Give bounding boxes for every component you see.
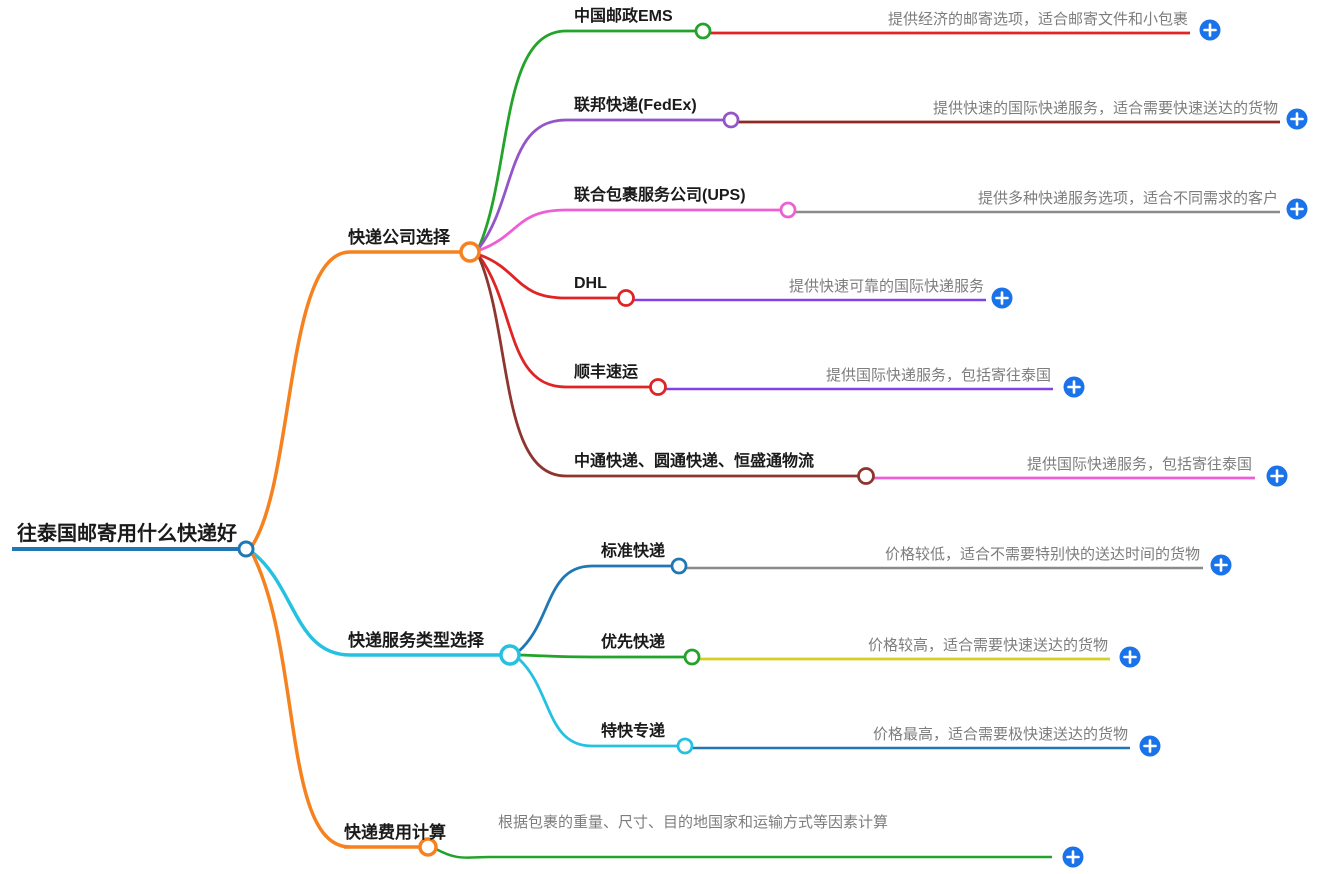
node-desc-standard: 价格较低，适合不需要特别快的送达时间的货物	[884, 546, 1200, 563]
plus-icon[interactable]	[1210, 554, 1232, 576]
connector-b1-c2	[477, 118, 567, 249]
branch2-node-circle[interactable]	[499, 644, 521, 666]
node-desc-sf: 提供国际快递服务，包括寄往泰国	[825, 367, 1051, 384]
s2-node-circle[interactable]	[683, 648, 701, 666]
node-desc-express: 价格最高，适合需要极快速送达的货物	[872, 726, 1128, 743]
node-desc-dhl: 提供快速可靠的国际快递服务	[788, 278, 984, 295]
connector-b2-s2	[518, 653, 593, 659]
b3-desc-underline	[435, 847, 1052, 859]
branch-label-service-type[interactable]: 快递服务类型选择	[348, 631, 484, 650]
node-label-ups[interactable]: 联合包裹服务公司(UPS)	[574, 187, 746, 204]
connector-root-branch1	[250, 250, 351, 547]
connector-b1-c5	[477, 255, 567, 389]
plus-icon[interactable]	[991, 287, 1013, 309]
plus-icon[interactable]	[1063, 376, 1085, 398]
node-desc-ups: 提供多种快递服务选项，适合不同需求的客户	[977, 190, 1278, 207]
connector-b1-c6	[477, 256, 567, 478]
connector-b1-c3	[479, 208, 567, 252]
node-label-sf[interactable]: 顺丰速运	[574, 364, 639, 381]
c2-node-circle[interactable]	[722, 111, 740, 129]
c5-node-circle[interactable]	[649, 378, 667, 396]
connector-b2-s3	[518, 657, 593, 748]
node-label-express[interactable]: 特快专递	[601, 723, 666, 740]
s3-node-circle[interactable]	[676, 737, 694, 755]
node-label-priority[interactable]: 优先快递	[601, 634, 666, 651]
c6-node-circle[interactable]	[857, 467, 875, 485]
node-desc-fee-calc: 根据包裹的重量、尺寸、目的地国家和运输方式等因素计算	[498, 814, 889, 831]
plus-icon[interactable]	[1139, 735, 1161, 757]
connector-root-branch3	[250, 552, 351, 849]
node-desc-fedex: 提供快速的国际快递服务，适合需要快速送达的货物	[932, 100, 1278, 117]
branch3-node-circle[interactable]	[418, 837, 438, 857]
node-desc-priority: 价格较高，适合需要快速送达的货物	[867, 637, 1108, 654]
plus-icon[interactable]	[1286, 198, 1308, 220]
node-desc-ems: 提供经济的邮寄选项，适合邮寄文件和小包裹	[887, 11, 1188, 28]
connector-b1-c1	[477, 29, 567, 248]
node-label-fedex[interactable]: 联邦快递(FedEx)	[574, 97, 697, 114]
root-node-circle[interactable]	[237, 540, 255, 558]
node-label-ems[interactable]: 中国邮政EMS	[574, 8, 673, 25]
plus-icon[interactable]	[1119, 646, 1141, 668]
s1-node-circle[interactable]	[670, 557, 688, 575]
connector-root-branch2	[250, 550, 351, 657]
branch1-node-circle[interactable]	[459, 241, 481, 263]
plus-icon[interactable]	[1266, 465, 1288, 487]
c1-node-circle[interactable]	[694, 22, 712, 40]
node-label-zto[interactable]: 中通快递、圆通快递、恒盛通物流	[574, 453, 815, 470]
node-desc-zto: 提供国际快递服务，包括寄往泰国	[1026, 456, 1252, 473]
connector-b2-s1	[518, 564, 593, 653]
plus-icon[interactable]	[1199, 19, 1221, 41]
branch-label-fee-calc[interactable]: 快递费用计算	[344, 823, 446, 842]
node-label-standard[interactable]: 标准快递	[601, 543, 666, 560]
connector-b1-c4	[479, 253, 567, 300]
branch-label-company[interactable]: 快递公司选择	[348, 228, 450, 247]
c4-node-circle[interactable]	[617, 289, 635, 307]
plus-icon[interactable]	[1062, 846, 1084, 868]
plus-icon[interactable]	[1286, 108, 1308, 130]
c3-node-circle[interactable]	[779, 201, 797, 219]
root-node-label[interactable]: 往泰国邮寄用什么快递好	[17, 523, 237, 545]
node-label-dhl[interactable]: DHL	[574, 275, 607, 292]
